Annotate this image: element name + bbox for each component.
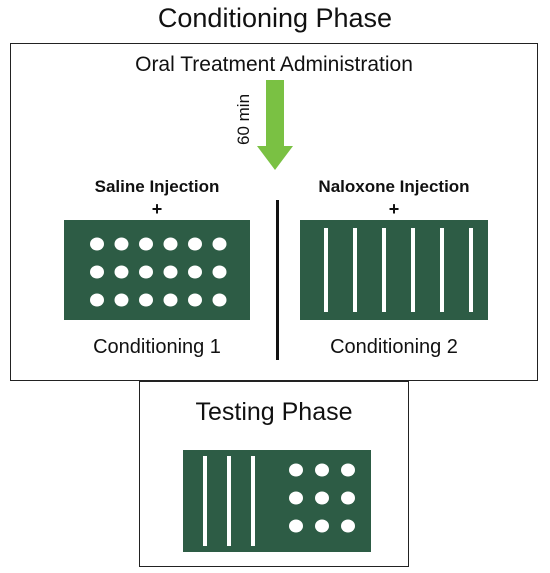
pattern-dot	[139, 265, 153, 279]
stripe-pattern	[324, 228, 473, 312]
pattern-dot	[114, 265, 129, 279]
pattern-stripe	[382, 228, 386, 312]
conditioning-phase-title: Conditioning Phase	[157, 3, 393, 33]
pattern-stripe	[203, 456, 207, 546]
pattern-dot	[90, 293, 104, 307]
pattern-dot	[139, 237, 153, 251]
pattern-stripe	[411, 228, 415, 312]
pattern-dot	[139, 293, 153, 307]
oral-treatment-label: Oral Treatment Administration	[135, 53, 413, 76]
stripe-pattern	[203, 456, 255, 546]
naloxone-stripes-chamber	[300, 220, 488, 320]
conditioning-2-label: Conditioning 2	[330, 336, 458, 358]
testing-phase-box	[139, 381, 409, 567]
pattern-dot	[212, 237, 227, 251]
pattern-dot	[188, 293, 202, 307]
pattern-stripe	[251, 456, 255, 546]
pattern-dot	[163, 237, 178, 251]
pattern-dot	[90, 237, 104, 251]
conditioning-1-label: Conditioning 1	[93, 336, 221, 358]
pattern-dot	[289, 519, 303, 533]
pattern-dot	[289, 491, 303, 505]
pattern-dot	[114, 293, 129, 307]
conditioning-phase-box	[10, 43, 538, 381]
pattern-dot	[163, 293, 178, 307]
pattern-dot	[315, 463, 329, 477]
pattern-dot	[341, 491, 355, 505]
pattern-dot	[188, 237, 202, 251]
pattern-dot	[315, 519, 329, 533]
down-arrow-icon	[257, 80, 293, 170]
plus-sign-right: +	[388, 199, 400, 219]
plus-sign-left: +	[151, 199, 163, 219]
chamber-divider	[276, 200, 279, 360]
pattern-stripe	[227, 456, 231, 546]
saline-injection-label: Saline Injection	[94, 177, 220, 196]
pattern-dot	[163, 265, 178, 279]
pattern-dot	[315, 491, 329, 505]
pattern-dot	[341, 519, 355, 533]
pattern-dot	[289, 463, 303, 477]
pattern-stripe	[353, 228, 357, 312]
delay-label: 60 min	[234, 93, 253, 145]
dot-pattern	[289, 463, 355, 533]
testing-phase-title: Testing Phase	[195, 398, 353, 426]
pattern-stripe	[324, 228, 328, 312]
pattern-dot	[212, 265, 227, 279]
naloxone-injection-label: Naloxone Injection	[318, 177, 470, 196]
pattern-stripe	[469, 228, 473, 312]
dot-pattern	[90, 237, 227, 307]
pattern-dot	[341, 463, 355, 477]
pattern-dot	[188, 265, 202, 279]
pattern-dot	[114, 237, 129, 251]
saline-dots-chamber	[64, 220, 250, 320]
testing-chamber	[183, 450, 371, 552]
pattern-dot	[90, 265, 104, 279]
pattern-stripe	[440, 228, 444, 312]
pattern-dot	[212, 293, 227, 307]
